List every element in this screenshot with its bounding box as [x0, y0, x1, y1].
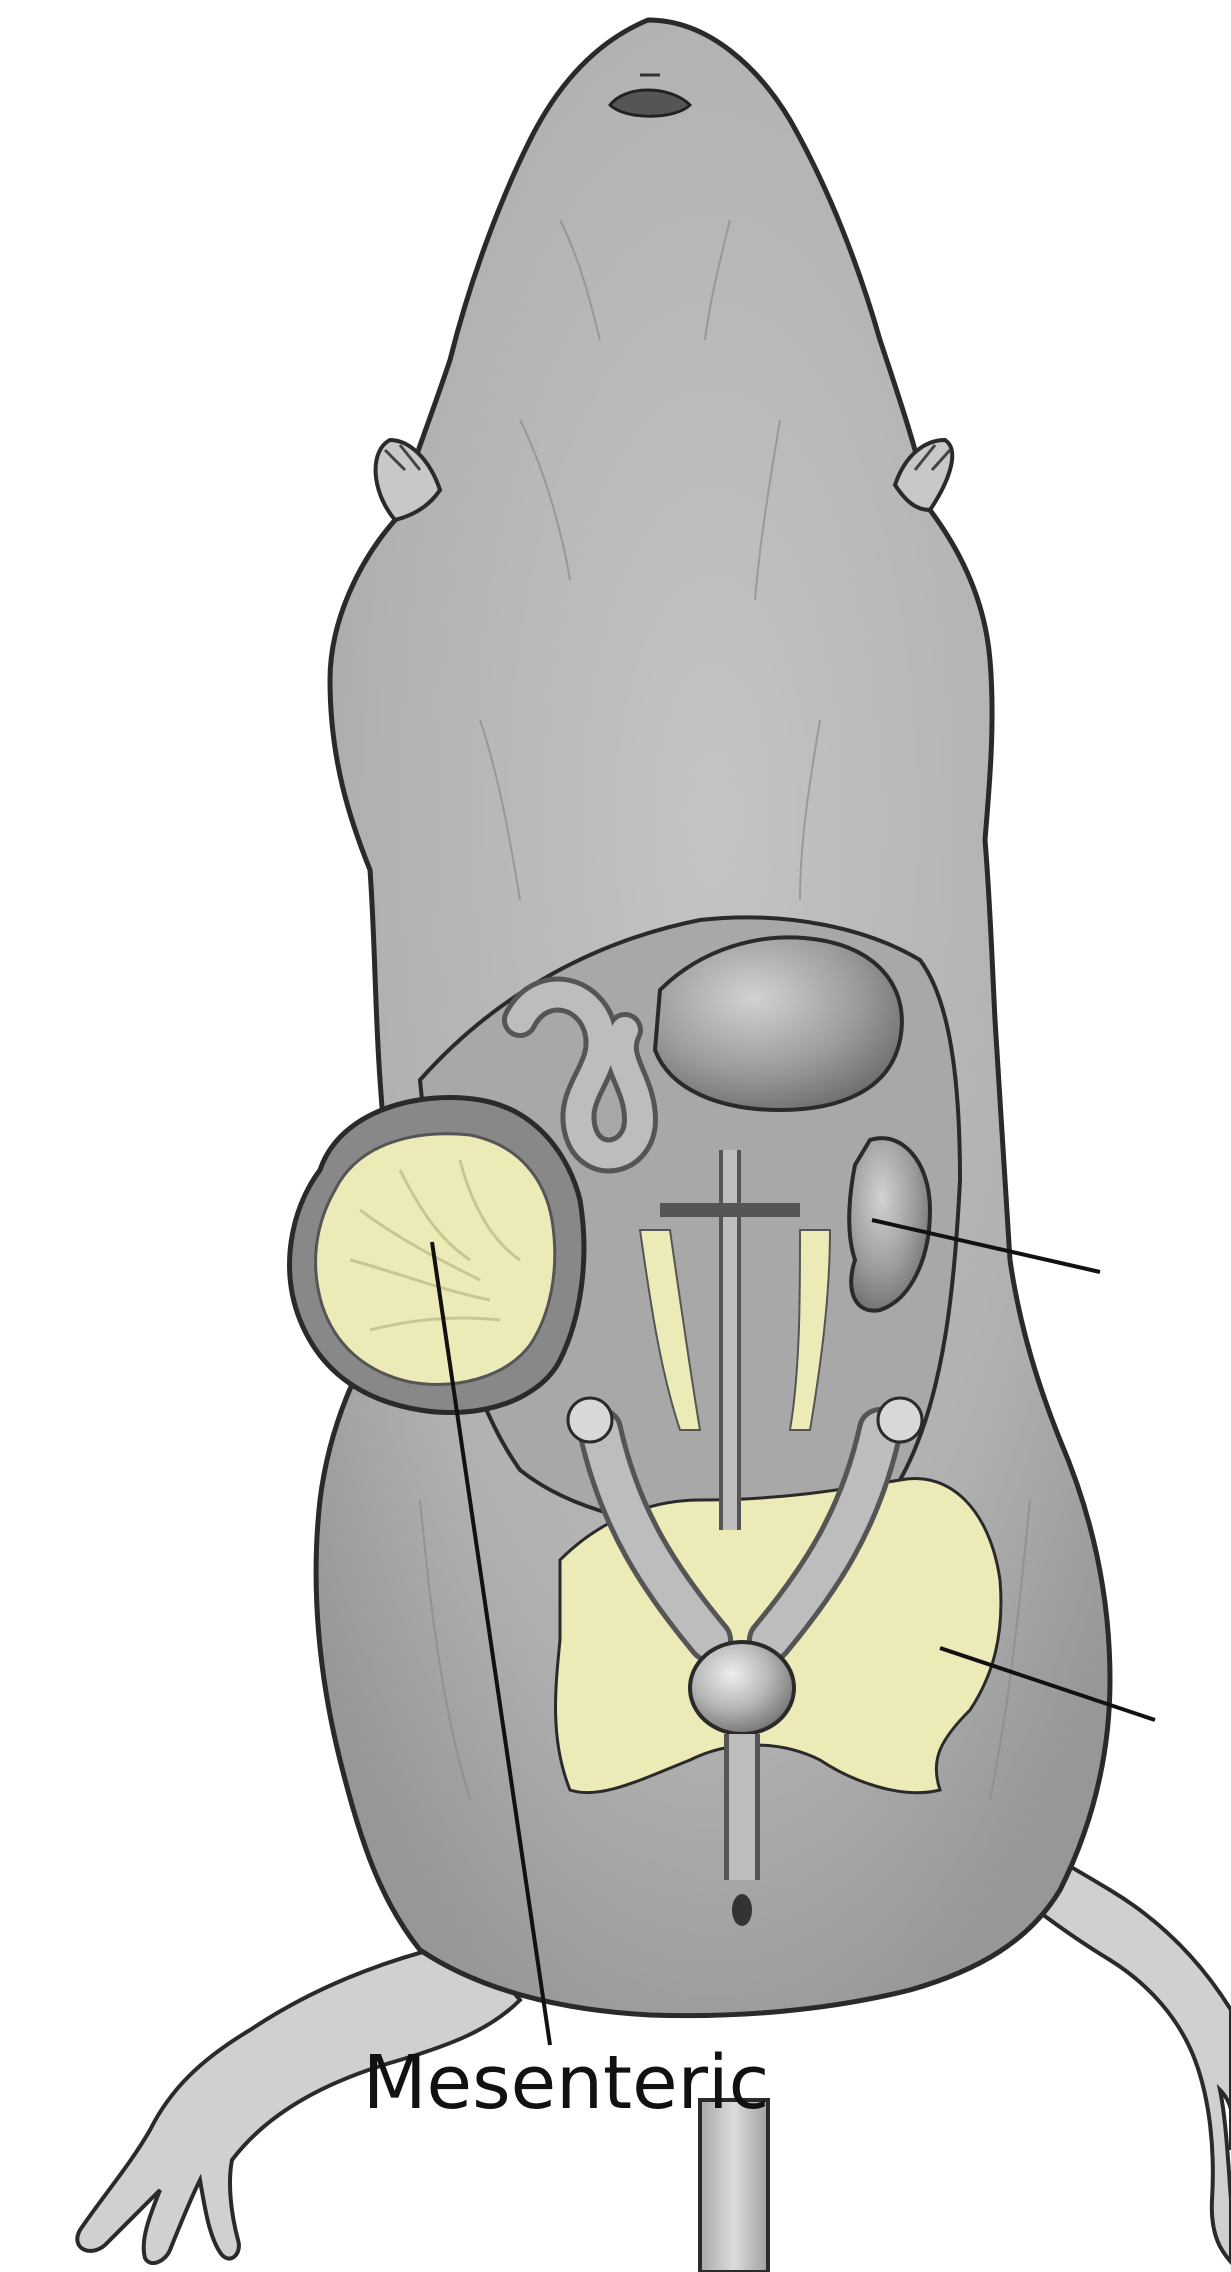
stomach [655, 937, 902, 1110]
ovary-right [878, 1398, 922, 1442]
label-mesenteric: Mesenteric [363, 2040, 770, 2126]
ovary-left [568, 1398, 612, 1442]
bladder [690, 1642, 794, 1734]
